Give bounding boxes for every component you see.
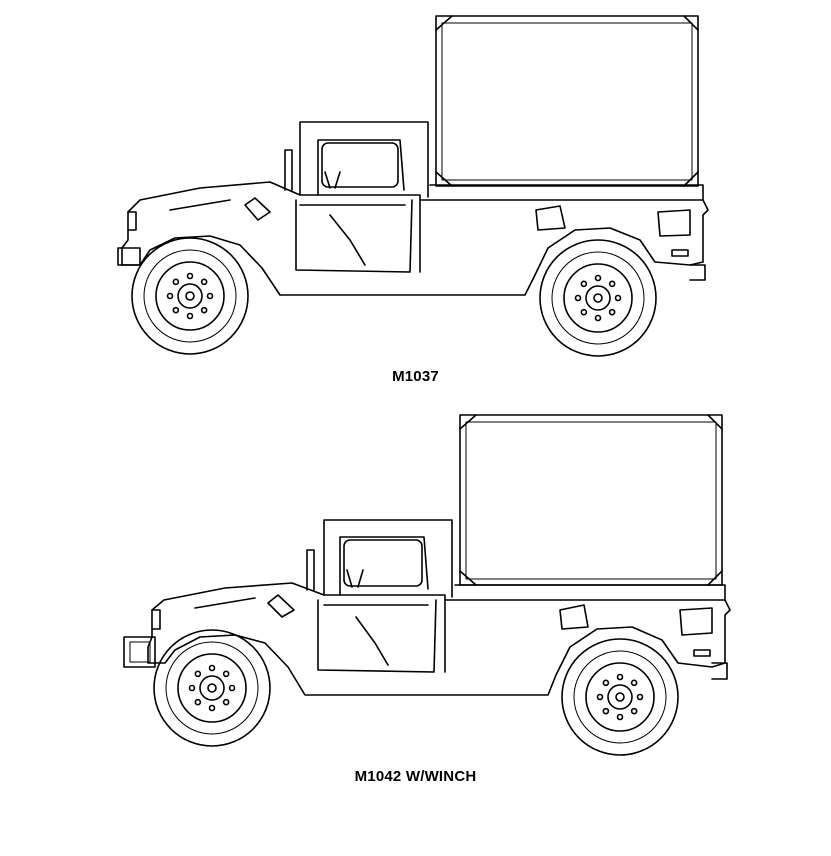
- lug-nut: [168, 294, 173, 299]
- shelter-box: [455, 415, 725, 600]
- lug-nut: [173, 308, 178, 313]
- lug-nut: [224, 700, 229, 705]
- lug-nut: [603, 680, 608, 685]
- vehicle-drawing-m1042-winch: [0, 405, 831, 767]
- lug-nut: [210, 666, 215, 671]
- lug-nut: [202, 308, 207, 313]
- lug-nut: [208, 294, 213, 299]
- lug-nut: [224, 671, 229, 676]
- vehicle-body: [124, 583, 730, 695]
- front-wheel: [154, 630, 270, 746]
- rear-wheel: [540, 240, 656, 356]
- lug-nut: [188, 314, 193, 319]
- figure-caption-m1037: M1037: [392, 368, 439, 385]
- lug-nut: [632, 709, 637, 714]
- lug-nut: [173, 279, 178, 284]
- lug-nut: [190, 686, 195, 691]
- lug-nut: [616, 296, 621, 301]
- lug-nut: [596, 276, 601, 281]
- lug-nut: [598, 695, 603, 700]
- rear-wheel: [562, 639, 678, 755]
- lug-nut: [188, 274, 193, 279]
- figure-caption-m1042-winch: M1042 W/WINCH: [354, 768, 477, 785]
- front-wheel: [132, 238, 248, 354]
- vehicle-body: [118, 182, 708, 295]
- lug-nut: [618, 715, 623, 720]
- lug-nut: [210, 706, 215, 711]
- shelter-box: [430, 16, 703, 200]
- lug-nut: [581, 310, 586, 315]
- lug-nut: [603, 709, 608, 714]
- lug-nut: [195, 700, 200, 705]
- lug-nut: [638, 695, 643, 700]
- lug-nut: [195, 671, 200, 676]
- cab: [307, 520, 452, 597]
- cab: [285, 122, 428, 197]
- lug-nut: [610, 281, 615, 286]
- lug-nut: [618, 675, 623, 680]
- vehicle-drawing-m1037: [0, 0, 831, 370]
- lug-nut: [632, 680, 637, 685]
- lug-nut: [202, 279, 207, 284]
- lug-nut: [610, 310, 615, 315]
- lug-nut: [596, 316, 601, 321]
- lug-nut: [576, 296, 581, 301]
- lug-nut: [581, 281, 586, 286]
- lug-nut: [230, 686, 235, 691]
